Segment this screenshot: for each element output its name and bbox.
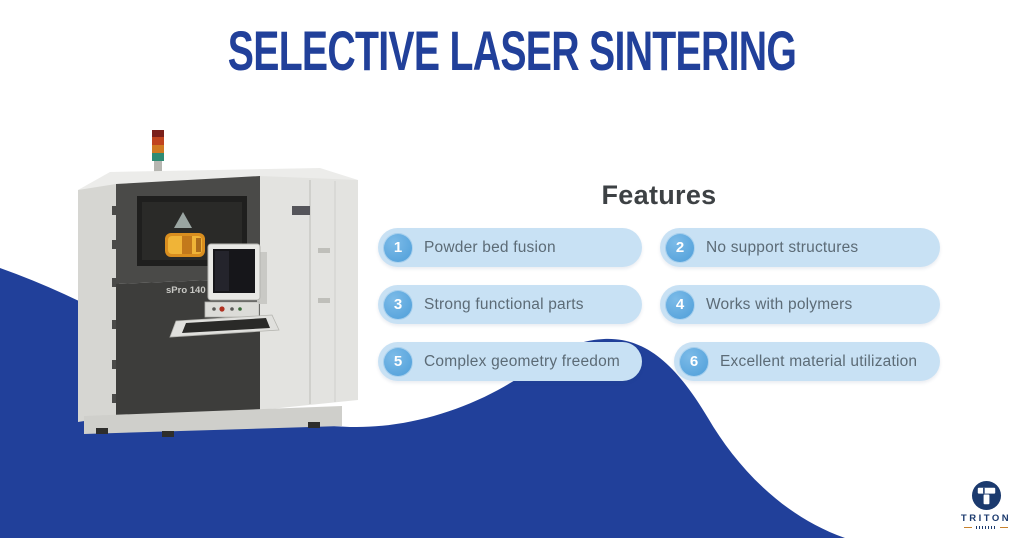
feature-pill-1: 1 Powder bed fusion	[378, 228, 642, 267]
feature-number-badge: 2	[665, 232, 695, 263]
machine-body	[78, 168, 358, 437]
feature-label: Works with polymers	[706, 295, 853, 313]
tagline-dash-left	[964, 526, 972, 528]
feature-label: Complex geometry freedom	[424, 352, 621, 370]
feature-pill-4: 4 Works with polymers	[660, 285, 940, 324]
signal-tower-icon	[152, 130, 164, 172]
feature-label: No support structures	[706, 238, 859, 256]
feature-label: Excellent material utilization	[720, 352, 918, 370]
feature-pill-2: 2 No support structures	[660, 228, 940, 267]
feature-label: Strong functional parts	[424, 295, 584, 313]
machine-model-label: sPro 140	[166, 285, 206, 296]
triton-logo: TRITON	[956, 480, 1016, 529]
triton-logo-text: TRITON	[960, 513, 1012, 524]
features-heading: Features	[601, 180, 717, 210]
sls-machine-illustration: sPro 140	[78, 130, 358, 437]
tagline-dash-right	[1000, 526, 1008, 528]
feature-number-badge: 3	[383, 289, 413, 320]
feature-number-badge: 4	[665, 289, 695, 320]
machine-amber-viewport	[165, 233, 205, 257]
page-title-text: SELECTIVE LASER SINTERING	[227, 19, 797, 82]
feature-number-badge: 6	[679, 346, 709, 377]
machine-console	[169, 243, 280, 338]
blob-path	[0, 268, 845, 538]
feature-number-badge: 5	[383, 346, 413, 377]
feature-pill-5: 5 Complex geometry freedom	[378, 342, 642, 381]
feature-label: Powder bed fusion	[424, 238, 556, 256]
triton-logo-tagline	[964, 526, 1008, 529]
tagline-fine-print	[976, 526, 996, 529]
triton-logo-icon	[971, 480, 1001, 511]
features-list: 1 Powder bed fusion 2 No support structu…	[378, 228, 940, 381]
page-title: SELECTIVE LASER SINTERING	[0, 18, 1024, 84]
machine-brand-triangle-icon	[174, 212, 192, 228]
feature-pill-6: 6 Excellent material utilization	[674, 342, 940, 381]
feature-pill-3: 3 Strong functional parts	[378, 285, 642, 324]
feature-number-badge: 1	[383, 232, 413, 263]
